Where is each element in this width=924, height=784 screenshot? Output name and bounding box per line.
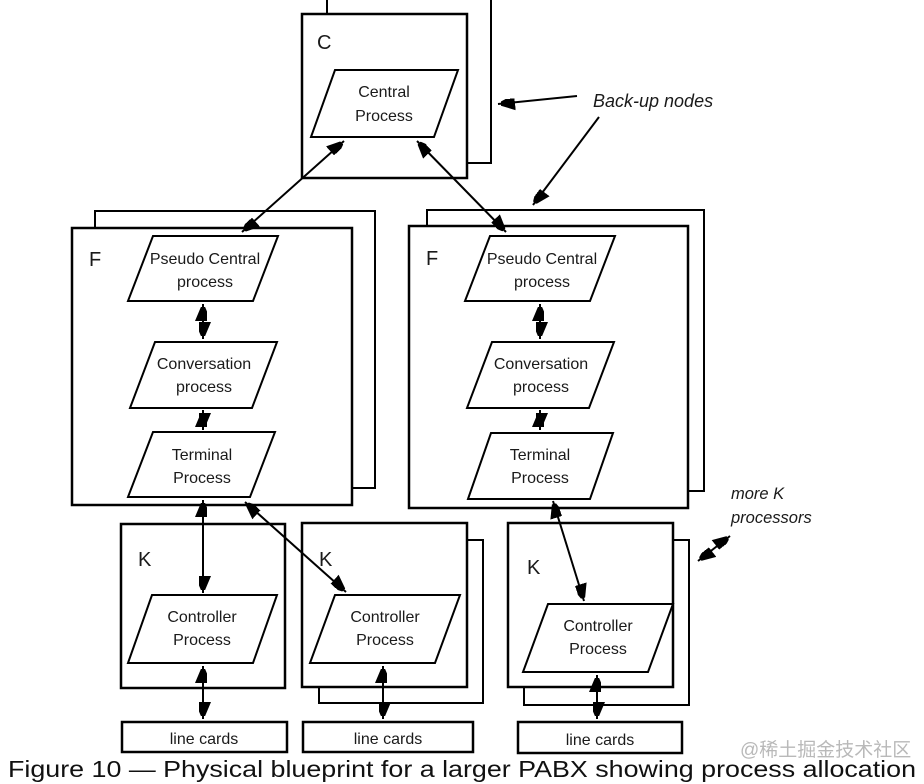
- process-controller-right: [521, 603, 675, 673]
- process-central-line1: Central: [358, 84, 410, 101]
- process-central: [309, 69, 460, 138]
- arrow-central-to-pseudo-right: [417, 140, 506, 233]
- process-terminal-right: [466, 432, 615, 500]
- controller-left-line2: Process: [173, 632, 231, 649]
- backup-nodes-annotation: Back-up nodes: [593, 91, 713, 111]
- node-label-k-right: K: [527, 557, 541, 579]
- more-k-annotation-line2: processors: [730, 509, 812, 527]
- controller-left-line1: Controller: [167, 609, 237, 626]
- conversation-left-line1: Conversation: [157, 356, 251, 373]
- process-pseudo-central-right: [463, 235, 617, 302]
- node-label-f-right: F: [426, 248, 438, 270]
- figure-caption: Figure 10 — Physical blueprint for a lar…: [8, 756, 916, 782]
- process-controller-left: [126, 594, 279, 664]
- process-conversation-left: [128, 341, 279, 409]
- terminal-right-line2: Process: [511, 470, 569, 487]
- process-pseudo-central-left: [126, 235, 280, 302]
- arrow-terminal-right-to-controller-right: [553, 500, 584, 602]
- terminal-right-line1: Terminal: [510, 447, 570, 464]
- conversation-right-line2: process: [513, 379, 569, 396]
- line-cards-box-right: [516, 720, 684, 755]
- controller-middle-line2: Process: [356, 632, 414, 649]
- arrow-backup-label-to-f: [533, 116, 600, 205]
- more-k-annotation-line1: more K: [731, 485, 785, 503]
- line-cards-box-left: [120, 720, 289, 754]
- arrow-more-k-processors: [697, 536, 731, 561]
- process-conversation-right: [465, 341, 616, 409]
- node-label-k-left: K: [138, 549, 152, 571]
- process-controller-middle: [308, 594, 462, 664]
- process-central-line2: Process: [355, 108, 413, 125]
- line-cards-box-middle: [301, 720, 475, 754]
- controller-right-line1: Controller: [563, 618, 633, 635]
- arrow-terminal-left-to-controller-middle: [245, 502, 346, 592]
- pseudo-central-right-line1: Pseudo Central: [487, 251, 597, 268]
- arrow-backup-label-to-c: [497, 95, 578, 104]
- process-terminal-left: [126, 431, 277, 498]
- conversation-right-line1: Conversation: [494, 356, 588, 373]
- watermark-text: @稀土掘金技术社区: [740, 739, 911, 761]
- line-cards-left-label: line cards: [170, 731, 238, 748]
- conversation-left-line2: process: [176, 379, 232, 396]
- terminal-left-line2: Process: [173, 470, 231, 487]
- controller-right-line2: Process: [569, 641, 627, 658]
- node-label-c: C: [317, 32, 331, 54]
- arrow-central-to-pseudo-left: [241, 141, 345, 232]
- line-cards-right-label: line cards: [566, 732, 634, 749]
- pseudo-central-left-line2: process: [177, 274, 233, 291]
- node-label-k-middle: K: [319, 549, 333, 571]
- line-cards-middle-label: line cards: [354, 731, 422, 748]
- controller-middle-line1: Controller: [350, 609, 420, 626]
- pseudo-central-left-line1: Pseudo Central: [150, 251, 260, 268]
- terminal-left-line1: Terminal: [172, 447, 232, 464]
- pseudo-central-right-line2: process: [514, 274, 570, 291]
- node-label-f-left: F: [89, 249, 101, 271]
